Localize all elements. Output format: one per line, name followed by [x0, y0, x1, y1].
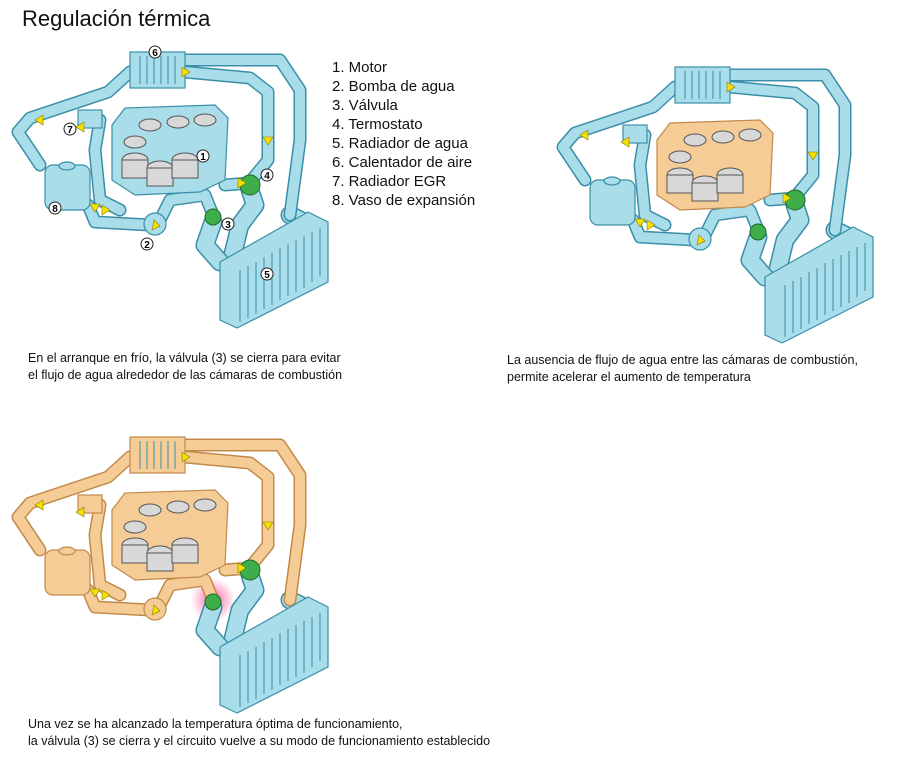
svg-text:8: 8	[52, 204, 58, 215]
caption-line: el flujo de agua alrededor de las cámara…	[28, 368, 343, 382]
svg-text:3: 3	[225, 220, 231, 231]
legend-item: 4. Termostato	[332, 116, 423, 133]
callout-numbers: 1 2 3 4 5 6 7 8	[48, 45, 274, 281]
legend-item: 3. Válvula	[332, 97, 398, 114]
legend-item: 6. Calentador de aire	[332, 154, 473, 171]
legend-item: 2. Bomba de agua	[332, 78, 455, 95]
caption-line: la válvula (3) se cierra y el circuito v…	[28, 734, 491, 748]
svg-text:4: 4	[264, 171, 270, 182]
diagram-cold-start: 1 2 3 4 5 6 7 8	[18, 46, 328, 328]
caption-no-flow: La ausencia de flujo de agua entre las c…	[507, 352, 858, 386]
diagram-optimal	[18, 437, 328, 713]
svg-text:7: 7	[67, 125, 73, 136]
legend: 1. Motor 2. Bomba de agua 3. Válvula 4. …	[332, 58, 475, 210]
svg-text:6: 6	[152, 48, 158, 59]
svg-text:2: 2	[144, 240, 150, 251]
caption-optimal: Una vez se ha alcanzado la temperatura ó…	[28, 716, 490, 750]
svg-text:5: 5	[264, 270, 270, 281]
svg-text:1: 1	[200, 152, 206, 163]
page-title: Regulación térmica	[22, 6, 211, 31]
caption-line: En el arranque en frío, la válvula (3) s…	[28, 351, 341, 365]
legend-item: 1. Motor	[332, 59, 388, 76]
legend-item: 7. Radiador EGR	[332, 173, 447, 190]
caption-line: Una vez se ha alcanzado la temperatura ó…	[28, 717, 403, 731]
caption-line: La ausencia de flujo de agua entre las c…	[507, 353, 858, 367]
legend-item: 5. Radiador de agua	[332, 135, 468, 152]
caption-cold-start: En el arranque en frío, la válvula (3) s…	[28, 350, 342, 384]
caption-line: permite acelerar el aumento de temperatu…	[507, 370, 751, 384]
legend-item: 8. Vaso de expansión	[332, 192, 476, 209]
diagram-warming	[563, 67, 873, 343]
